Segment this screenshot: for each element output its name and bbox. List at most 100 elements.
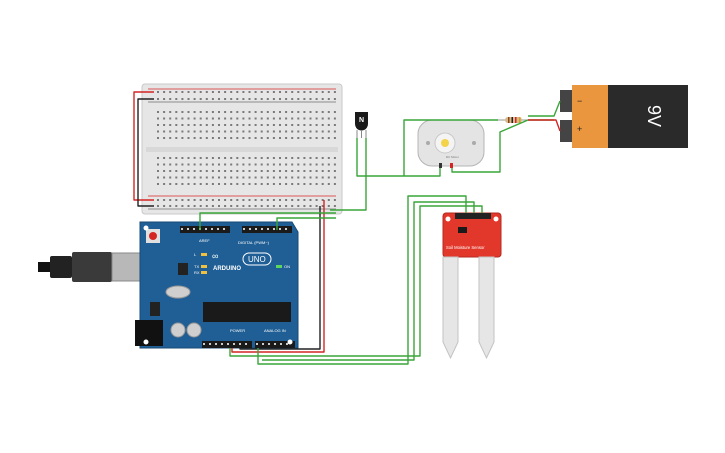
breadboard-hole: [254, 137, 257, 139]
npn-transistor[interactable]: N: [355, 112, 368, 138]
breadboard-rail-hole: [291, 199, 294, 201]
wire-5v-to-rail[interactable]: [231, 200, 325, 353]
breadboard-hole: [157, 170, 159, 172]
breadboard-rail-hole: [175, 205, 178, 207]
breadboard-rail-hole: [272, 98, 275, 100]
wire-digital-1[interactable]: [199, 212, 336, 230]
breadboard-rail-hole: [218, 91, 220, 93]
breadboard-hole: [181, 163, 184, 166]
header-pin: [273, 228, 275, 230]
resistor[interactable]: [498, 117, 528, 123]
breadboard-hole: [218, 130, 220, 133]
header-pin: [205, 228, 207, 230]
wire-digital-2[interactable]: [276, 217, 336, 230]
battery-voltage-label: 9V: [644, 105, 664, 127]
breadboard-hole: [297, 163, 300, 166]
breadboard-rail-hole: [163, 205, 166, 207]
breadboard-hole: [205, 117, 208, 120]
wire-rail-red-jumper[interactable]: [133, 91, 154, 201]
breadboard-hole: [315, 157, 318, 159]
wire-sensor-gnd[interactable]: [229, 205, 483, 357]
breadboard-hole: [175, 124, 178, 126]
breadboard-hole: [175, 130, 178, 133]
breadboard-hole: [279, 111, 281, 113]
breadboard-rail-hole: [291, 91, 294, 93]
breadboard-hole: [309, 117, 312, 120]
wire-motor-loop[interactable]: [403, 119, 498, 176]
breadboard-hole: [285, 124, 288, 126]
breadboard-hole: [279, 137, 281, 139]
wire-battery-plus[interactable]: [528, 119, 561, 132]
breadboard-rail-hole: [236, 199, 239, 201]
transistor-body: [355, 112, 368, 131]
breadboard-hole: [248, 163, 251, 166]
breadboard-rail-hole: [333, 91, 336, 93]
capacitor-2: [186, 322, 202, 338]
breadboard-hole: [224, 157, 227, 159]
breadboard-rail-hole: [163, 199, 166, 201]
breadboard[interactable]: [141, 83, 343, 215]
breadboard-hole: [327, 124, 330, 126]
breadboard-hole: [321, 117, 324, 120]
wire-gnd-to-rail[interactable]: [239, 206, 321, 350]
breadboard-hole: [279, 130, 281, 133]
breadboard-hole: [211, 117, 214, 120]
breadboard-hole: [242, 183, 245, 185]
wire-sensor-signal[interactable]: [257, 195, 467, 365]
breadboard-rail-hole: [181, 91, 184, 93]
breadboard-hole: [236, 157, 239, 159]
rx-label: RX: [194, 270, 200, 275]
breadboard-hole: [199, 163, 202, 166]
breadboard-hole: [175, 111, 178, 113]
breadboard-rail-hole: [315, 91, 318, 93]
breadboard-rail-hole: [242, 199, 245, 201]
header-pin: [193, 228, 195, 230]
breadboard-hole: [321, 183, 324, 185]
breadboard-hole: [157, 157, 159, 159]
breadboard-hole: [157, 117, 159, 120]
breadboard-hole: [205, 163, 208, 166]
breadboard-rail-hole: [218, 199, 220, 201]
breadboard-hole: [242, 163, 245, 166]
dc-motor[interactable]: DC Motor: [417, 119, 485, 168]
breadboard-hole: [187, 124, 190, 126]
soil-moisture-sensor[interactable]: Soil Moisture Sensor: [442, 212, 502, 360]
breadboard-hole: [333, 170, 336, 172]
arduino-uno[interactable]: ARDUINO UNO ∞ DIGITAL (PWM~) POWER ANALO…: [38, 221, 299, 349]
breadboard-hole: [303, 124, 306, 126]
wire-transistor-to-breadboard[interactable]: [330, 138, 367, 211]
breadboard-hole: [205, 183, 208, 185]
breadboard-rail-hole: [187, 205, 190, 207]
breadboard-hole: [169, 111, 172, 113]
breadboard-rail-hole: [248, 91, 251, 93]
wire-transistor-to-motor[interactable]: [356, 138, 441, 177]
breadboard-hole: [254, 130, 257, 133]
breadboard-hole: [230, 137, 233, 139]
breadboard-hole: [279, 117, 281, 120]
wire-battery-minus[interactable]: [528, 100, 561, 117]
breadboard-hole: [199, 157, 202, 159]
breadboard-hole: [327, 157, 330, 159]
breadboard-rail-hole: [321, 199, 324, 201]
breadboard-hole: [303, 170, 306, 172]
breadboard-hole: [260, 157, 263, 159]
reset-button-cap[interactable]: [149, 232, 157, 240]
breadboard-hole: [303, 183, 306, 185]
breadboard-hole: [230, 124, 233, 126]
breadboard-hole: [266, 137, 269, 139]
breadboard-hole: [291, 117, 294, 120]
breadboard-hole: [163, 130, 166, 133]
breadboard-hole: [218, 170, 220, 172]
wire-rail-black-jumper[interactable]: [137, 98, 154, 207]
breadboard-hole: [285, 137, 288, 139]
breadboard-rail-hole: [333, 205, 336, 207]
breadboard-hole: [230, 111, 233, 113]
header-pin: [249, 228, 251, 230]
breadboard-rail-hole: [309, 205, 312, 207]
breadboard-hole: [230, 170, 233, 172]
breadboard-rail-hole: [224, 98, 227, 100]
breadboard-hole: [242, 111, 245, 113]
header-pin: [211, 228, 213, 230]
battery-9v[interactable]: − + 9V: [560, 85, 688, 148]
breadboard-hole: [266, 170, 269, 172]
